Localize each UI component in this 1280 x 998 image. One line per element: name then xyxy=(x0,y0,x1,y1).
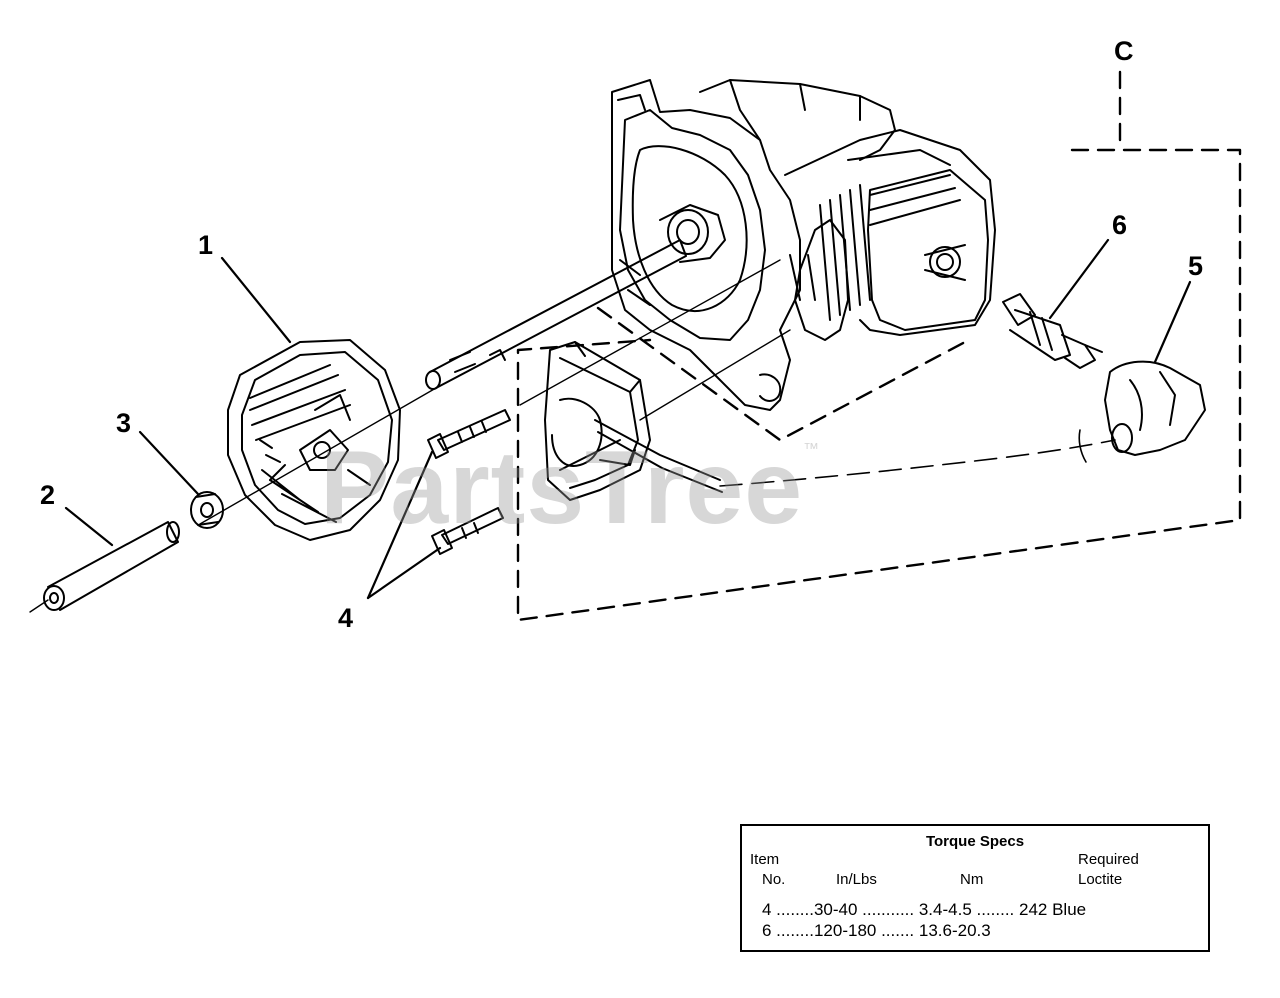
header-loctite-line1: Required xyxy=(1078,851,1139,868)
ignition-module xyxy=(544,341,723,501)
header-item-line2: No. xyxy=(762,871,786,888)
ignition-lead xyxy=(719,429,1116,487)
watermark-text: PartsTree xyxy=(320,430,804,546)
flywheel xyxy=(227,339,401,541)
header-inlbs: In/Lbs xyxy=(836,871,877,888)
crankshaft xyxy=(425,239,687,390)
torque-row-item-6: 6 ........120-180 ....... 13.6-20.3 xyxy=(762,921,991,940)
spark-plug xyxy=(1002,293,1103,369)
spark-plug-boot xyxy=(1104,360,1206,456)
header-loctite-line2: Loctite xyxy=(1078,871,1123,888)
header-nm: Nm xyxy=(960,871,984,888)
torque-specs-title: Torque Specs xyxy=(925,833,1025,850)
callout-5: 5 xyxy=(1188,251,1204,281)
leader-lines xyxy=(64,238,1192,600)
torque-specs-table: Torque Specs Item No. In/Lbs Nm Required… xyxy=(740,824,1210,952)
ignition-screws xyxy=(427,409,511,555)
watermark-trademark: ™ xyxy=(803,441,821,458)
torque-row-item-4: 4 ........30-40 ........... 3.4-4.5 ....… xyxy=(762,900,1087,919)
washer xyxy=(190,491,224,529)
callout-1: 1 xyxy=(198,230,214,260)
partstree-watermark: PartsTree™ xyxy=(320,436,820,540)
engine-crankcase xyxy=(611,79,996,411)
callout-assembly-c: C xyxy=(1114,36,1134,66)
callout-2: 2 xyxy=(40,480,56,510)
projection-lines xyxy=(29,259,791,613)
spacer-sleeve xyxy=(43,521,180,611)
callout-6: 6 xyxy=(1112,210,1128,240)
assembly-c-outline xyxy=(516,70,1242,622)
callout-3: 3 xyxy=(116,408,132,438)
callout-4: 4 xyxy=(338,603,354,633)
header-item-line1: Item xyxy=(750,851,780,868)
